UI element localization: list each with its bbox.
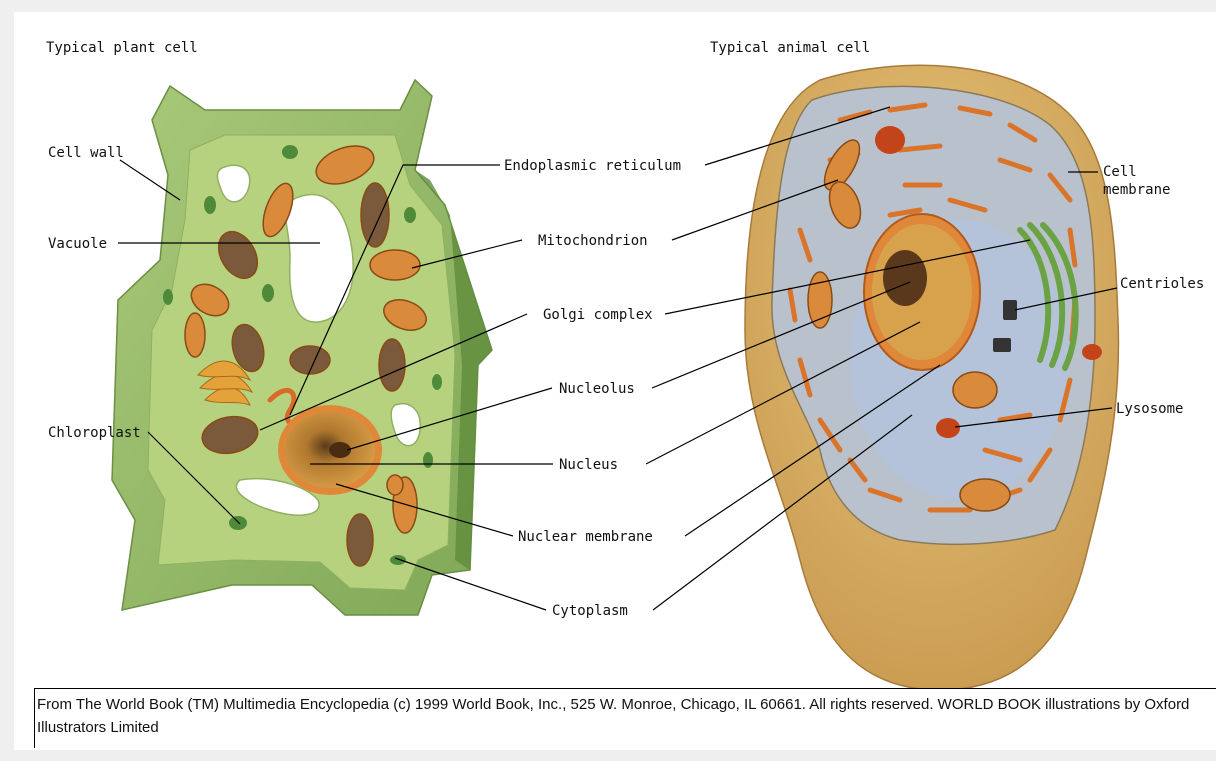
credit-text: From The World Book (TM) Multimedia Ency…: [35, 689, 1216, 739]
label-cell-membrane-line1: Cell: [1103, 164, 1137, 180]
label-chloroplast: Chloroplast: [48, 425, 141, 441]
credit-box: From The World Book (TM) Multimedia Ency…: [34, 688, 1216, 748]
label-vacuole: Vacuole: [48, 236, 107, 252]
label-nuclear-membrane: Nuclear membrane: [518, 529, 653, 545]
label-cytoplasm: Cytoplasm: [552, 603, 628, 619]
animal-cell: [745, 65, 1118, 690]
label-cell-membrane-line2: membrane: [1103, 182, 1170, 198]
label-golgi-complex: Golgi complex: [543, 307, 653, 323]
label-nucleus: Nucleus: [559, 457, 618, 473]
plant-cell-title: Typical plant cell: [46, 40, 198, 56]
label-nucleolus: Nucleolus: [559, 381, 635, 397]
label-mitochondrion: Mitochondrion: [538, 233, 648, 249]
label-lysosome: Lysosome: [1116, 401, 1183, 417]
label-cell-wall: Cell wall: [48, 145, 124, 161]
plant-nucleus: [278, 405, 382, 495]
animal-lysosome: [936, 418, 960, 438]
plant-cell: [112, 80, 492, 615]
label-endoplasmic-reticulum: Endoplasmic reticulum: [504, 158, 681, 174]
animal-nucleus: [864, 214, 980, 370]
animal-cell-title: Typical animal cell: [710, 40, 870, 56]
animal-nucleolus: [883, 250, 927, 306]
label-centrioles: Centrioles: [1120, 276, 1204, 292]
